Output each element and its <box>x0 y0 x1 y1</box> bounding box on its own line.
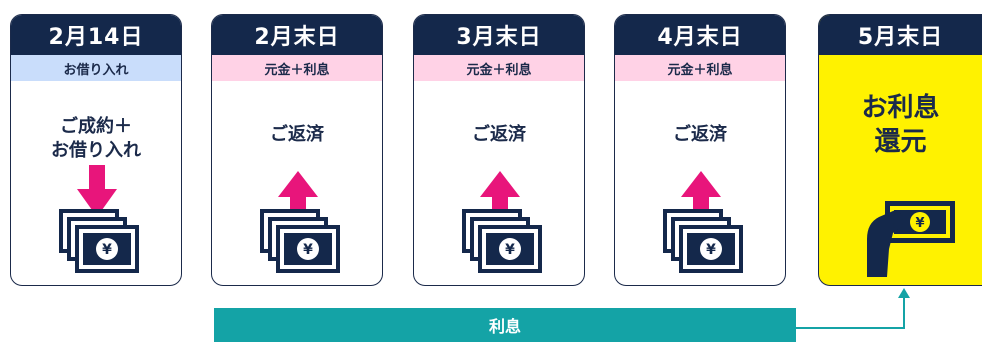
card-date: 3月末日 <box>414 15 584 55</box>
card-action-line: ご返済 <box>673 124 727 145</box>
timeline-card-feb-end: 2月末日 元金＋利息 ご返済 ¥ <box>211 14 383 286</box>
money-stack-icon: ¥ <box>462 209 542 273</box>
card-date: 2月14日 <box>11 15 181 55</box>
card-action-text: ご返済 <box>615 123 785 147</box>
svg-text:¥: ¥ <box>303 242 313 258</box>
hand-holding-money-icon: ¥ <box>867 201 955 277</box>
card-action-line: ご返済 <box>270 124 324 145</box>
card-action-line: 還元 <box>874 127 927 157</box>
card-action-line: お借り入れ <box>51 140 141 161</box>
card-tag: 元金＋利息 <box>414 55 584 81</box>
svg-text:¥: ¥ <box>102 242 112 258</box>
card-action-text: ご返済 <box>414 123 584 147</box>
card-date: 4月末日 <box>615 15 785 55</box>
card-action-line: ご成約＋ <box>60 116 132 137</box>
card-action-text: ご成約＋ お借り入れ <box>11 115 181 163</box>
money-stack-icon: ¥ <box>663 209 743 273</box>
card-tag: 元金＋利息 <box>212 55 382 81</box>
card-tag: 元金＋利息 <box>615 55 785 81</box>
svg-text:¥: ¥ <box>505 242 515 258</box>
interest-bar: 利息 <box>214 308 796 342</box>
svg-text:¥: ¥ <box>915 216 924 231</box>
timeline-card-mar-end: 3月末日 元金＋利息 ご返済 ¥ <box>413 14 585 286</box>
interest-label: 利息 <box>488 317 521 336</box>
arrow-down-icon <box>77 165 117 217</box>
timeline-card-may-end: 5月末日 お利息 還元 ¥ <box>818 14 982 286</box>
card-tag: お借り入れ <box>11 55 181 81</box>
money-stack-icon: ¥ <box>59 209 139 273</box>
card-date: 5月末日 <box>819 15 982 55</box>
timeline-card-apr-end: 4月末日 元金＋利息 ご返済 ¥ <box>614 14 786 286</box>
card-action-text: お利息 還元 <box>819 91 982 159</box>
connector-arrow-icon <box>794 288 910 329</box>
timeline-card-feb14: 2月14日 お借り入れ ご成約＋ お借り入れ ¥ <box>10 14 182 286</box>
svg-text:¥: ¥ <box>706 242 716 258</box>
card-action-line: お利息 <box>861 93 940 123</box>
card-action-line: ご返済 <box>472 124 526 145</box>
card-date: 2月末日 <box>212 15 382 55</box>
card-action-text: ご返済 <box>212 123 382 147</box>
money-stack-icon: ¥ <box>260 209 340 273</box>
